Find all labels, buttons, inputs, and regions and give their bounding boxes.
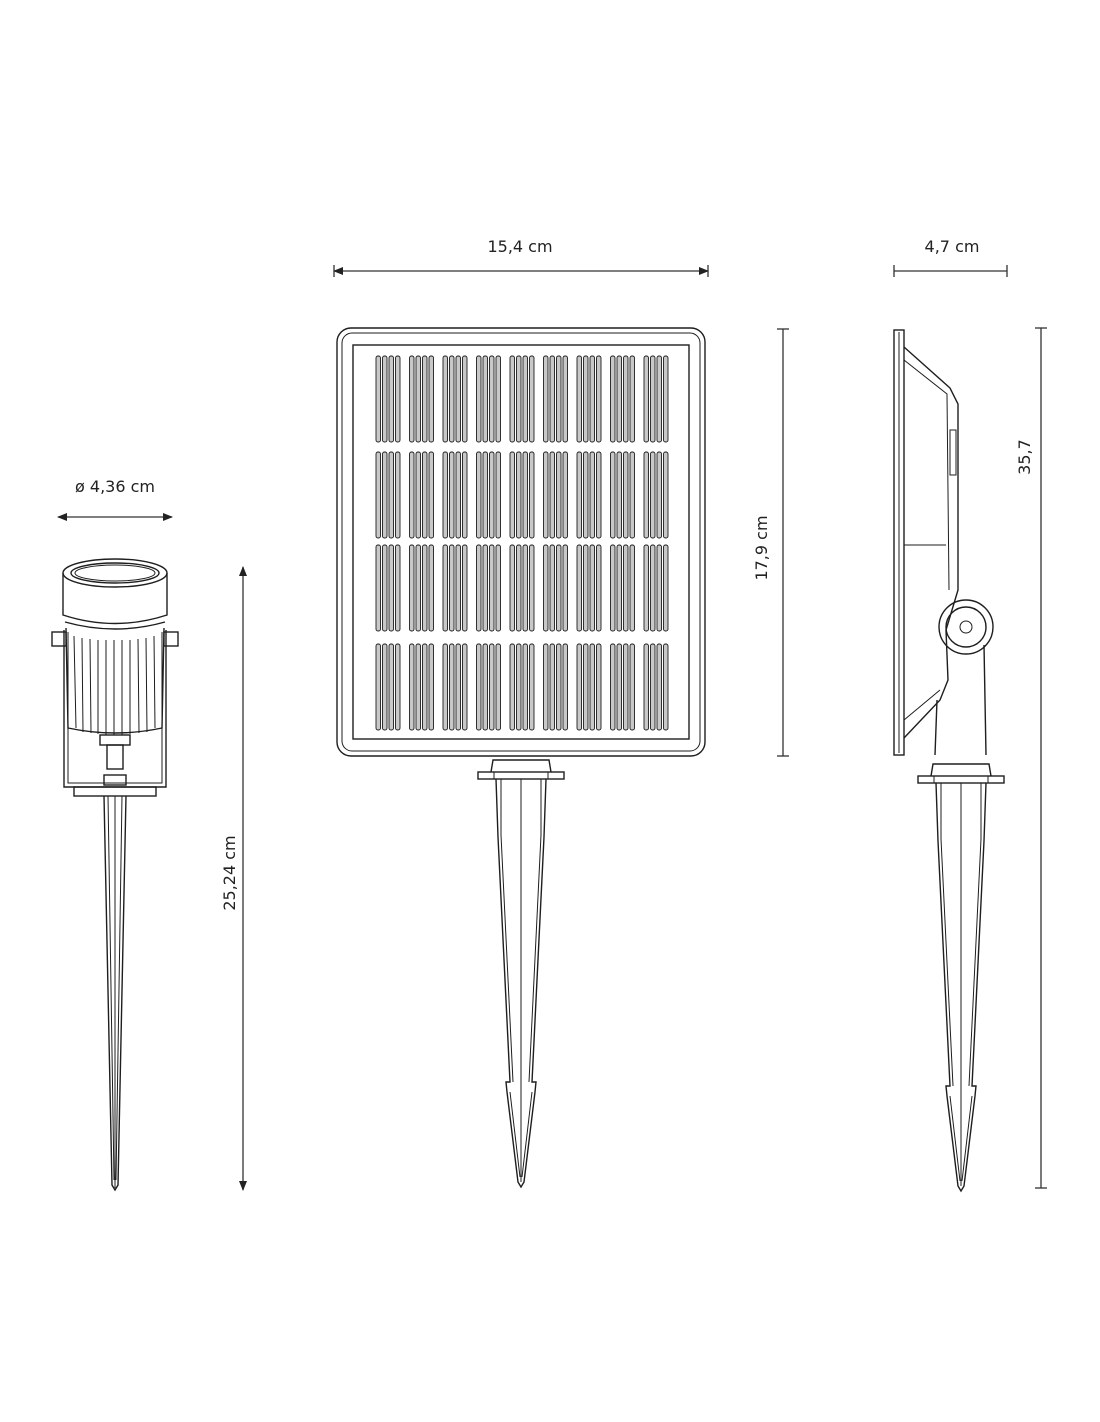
total-height-label: 35,7 [1015,439,1034,475]
side-depth-label: 4,7 cm [925,237,980,256]
solar-panel-front-view: 15,4 cm 17,9 cm [333,237,789,1188]
panel-width-label: 15,4 cm [487,237,552,256]
spotlight-lamp [51,558,179,797]
side-stake [917,763,1005,1192]
spotlight-stake [103,795,127,1192]
solar-panel-side-view: 4,7 cm 35,7 [893,237,1047,1192]
spotlight-view: ø 4,36 cm [51,477,247,1192]
solar-cells [375,355,669,731]
spotlight-height-label: 25,24 cm [220,835,239,910]
spotlight-diameter-label: ø 4,36 cm [75,477,155,496]
panel-height-label: 17,9 cm [752,515,771,580]
panel-stake [477,759,565,1188]
